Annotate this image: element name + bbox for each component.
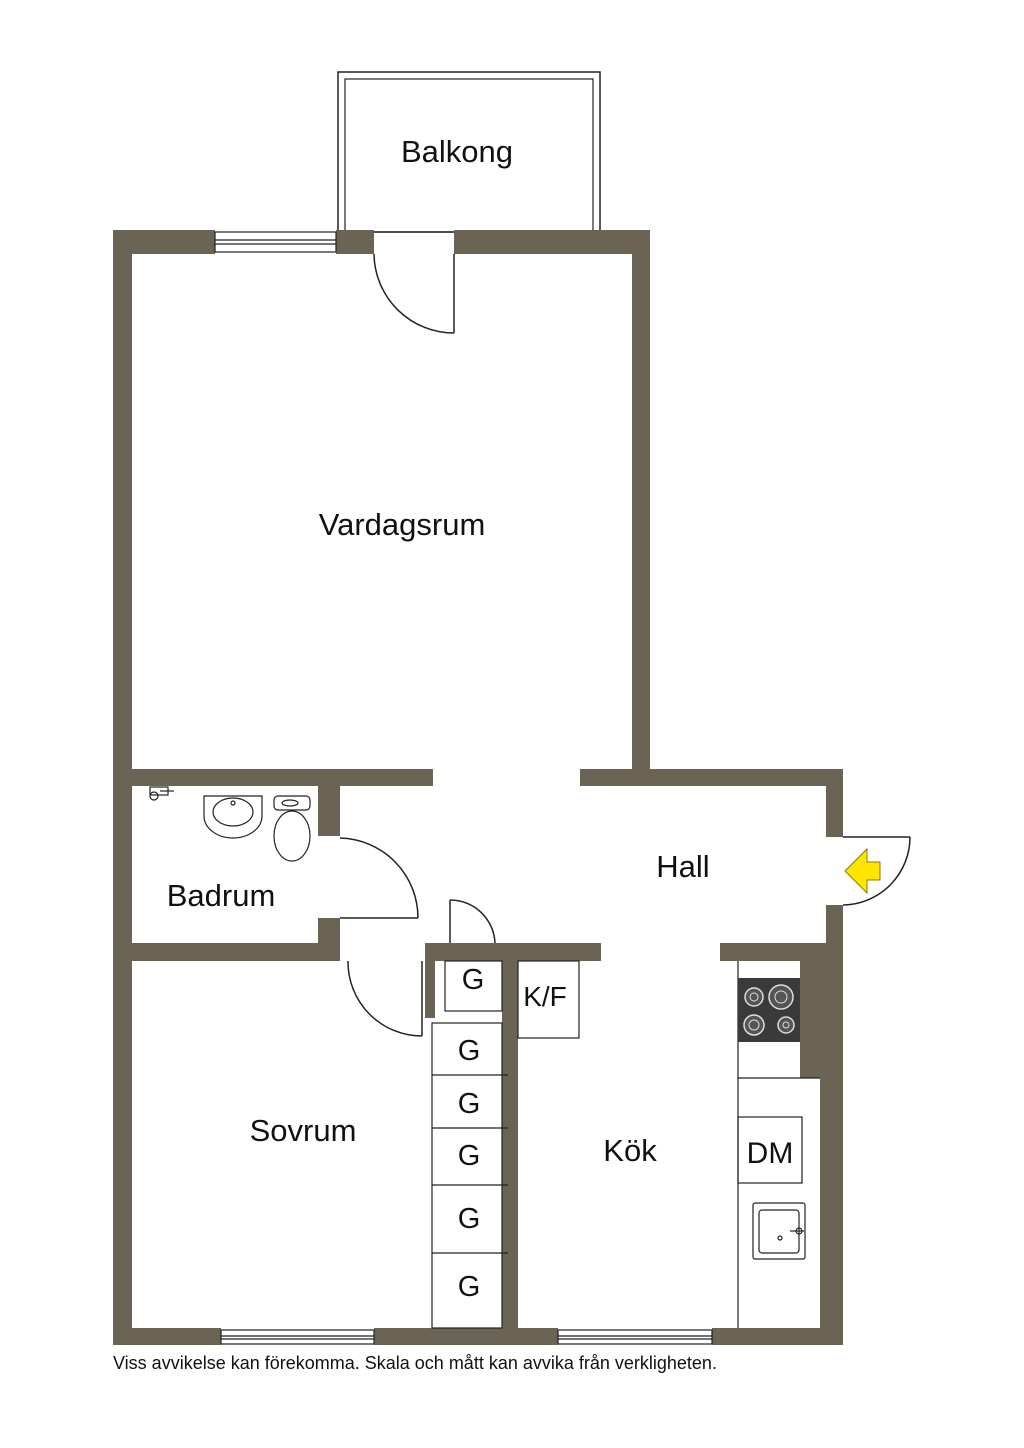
label-fridge-freezer: K/F [523,981,567,1012]
closets [431,960,508,1329]
label-kitchen: Kök [603,1133,657,1168]
label-balcony: Balkong [401,134,513,169]
door-entrance [842,836,911,906]
window-living-room [214,231,337,253]
stove-icon [738,978,800,1042]
door-bathroom [339,837,419,919]
sink-icon [752,1202,806,1260]
label-closet: G [458,1035,481,1067]
label-closet: G [458,1088,481,1120]
disclaimer-text: Viss avvikelse kan förekomma. Skala och … [113,1353,717,1373]
washbasin-icon [203,795,263,839]
label-bathroom: Badrum [167,878,276,913]
toilet-icon [273,795,311,862]
label-dishwasher: DM [747,1137,794,1170]
walls [113,230,843,1345]
label-closet: G [458,1140,481,1172]
label-closet: G [458,1203,481,1235]
window-bedroom [220,1329,375,1345]
door-balcony [373,253,455,334]
label-hall: Hall [656,849,709,884]
door-closet [449,899,496,944]
label-closet: G [458,1271,481,1303]
entrance-arrow-icon [844,847,881,895]
shower-icon [149,786,174,801]
window-kitchen [557,1329,713,1345]
label-closet: G [462,964,485,996]
label-living-room: Vardagsrum [319,507,486,542]
dishwasher [737,1116,803,1184]
label-bedroom: Sovrum [250,1113,357,1148]
door-bedroom [347,960,423,1037]
fridge-freezer [517,960,580,1039]
